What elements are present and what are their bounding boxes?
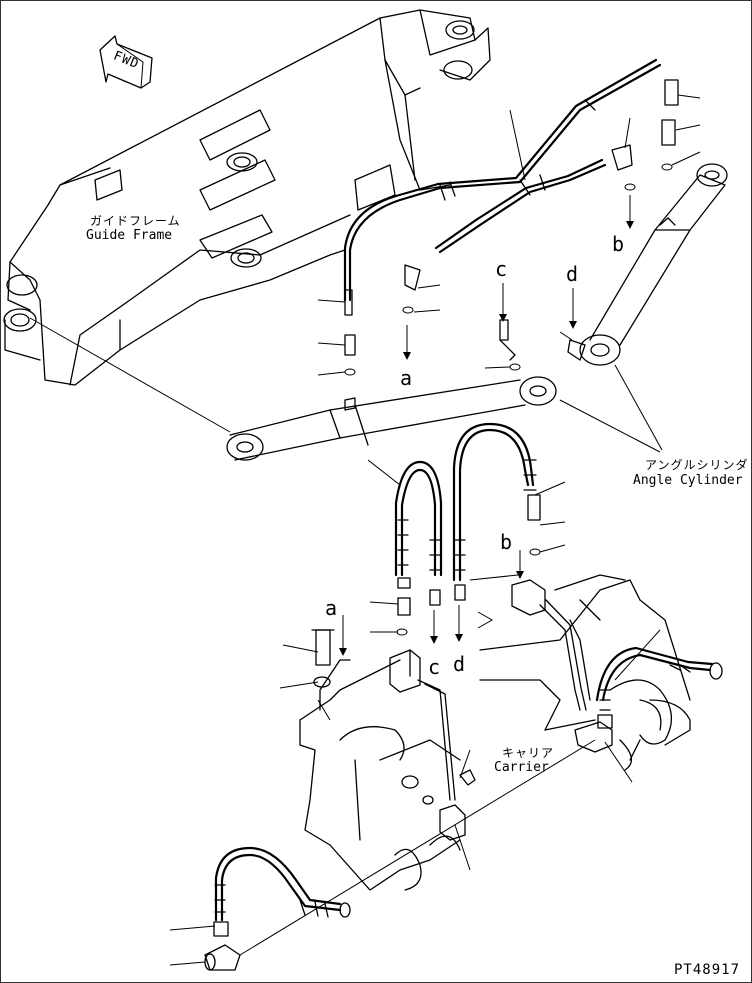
- fwd-arrow-icon: [99, 35, 153, 89]
- connection-letter-upper-c: c: [495, 257, 508, 281]
- carrier-label-jp: キャリア: [502, 746, 555, 760]
- connection-letter-lower-c: c: [428, 655, 441, 679]
- angle-cylinder-label-en: Angle Cylinder: [633, 473, 743, 488]
- connection-letter-lower-d: d: [453, 652, 466, 676]
- connection-letter-upper-b: b: [612, 232, 625, 256]
- upper-leader-lines: [317, 94, 701, 453]
- connection-letter-lower-a: a: [325, 596, 338, 620]
- connection-letter-upper-a: a: [400, 366, 413, 390]
- lower-tube-right: [511, 579, 723, 753]
- connection-letter-upper-d: d: [566, 262, 579, 286]
- lower-hoses: [394, 422, 541, 636]
- upper-angle-cylinder: [29, 317, 557, 461]
- carrier: [299, 574, 691, 891]
- bottom-hose: [204, 739, 596, 971]
- angle-cylinder-label-jp: アングルシリンダ: [645, 458, 749, 472]
- lower-leader-lines: [169, 459, 661, 966]
- right-angle-cylinder: [559, 163, 728, 366]
- guide-frame-label-jp: ガイドフレーム: [90, 214, 181, 228]
- guide-frame: [3, 9, 491, 386]
- lower-tube-left: [311, 629, 476, 841]
- guide-frame-label-en: Guide Frame: [86, 228, 173, 243]
- carrier-label-en: Carrier: [494, 760, 549, 775]
- connection-letter-lower-b: b: [500, 530, 513, 554]
- part-code: PT48917: [674, 962, 741, 978]
- upper-hoses: [343, 58, 679, 376]
